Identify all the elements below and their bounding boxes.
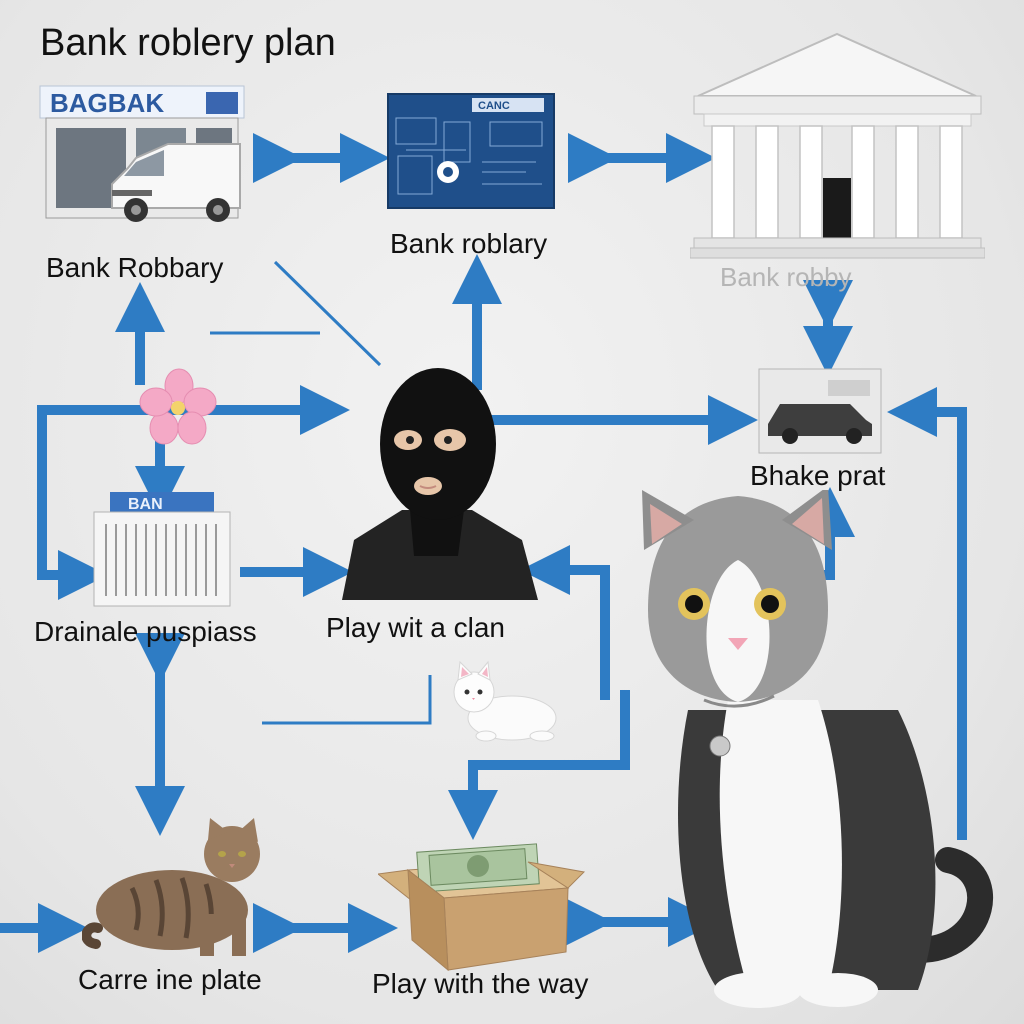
label-masked-robber: Play wit a clan [326,612,505,643]
label-money-box: Play with the way [372,968,589,999]
getaway-car-icon [758,368,882,454]
delivery-van-icon [111,143,241,222]
label-storefront: Bank Robbary [46,252,224,283]
storefront-sign: BAGBAK [50,88,164,118]
label-blueprint: Bank roblary [390,228,548,259]
gray-white-cat-icon [642,490,994,1008]
label-atm-machine: Drainale puspiass [34,616,257,647]
line-kitten-left [262,675,432,725]
label-getaway-car: Bhake prat [750,460,886,491]
bank-building-icon [690,32,985,259]
arrow-left-loop [37,405,140,600]
label-bank-building: Bank robby [720,262,852,292]
line-label-robber [273,260,382,367]
atm-machine-icon: BAN [93,492,231,607]
arrow-right-loop [887,387,967,840]
blueprint-header: CANC [478,100,510,112]
label-tabby-cat: Carre ine plate [78,964,262,995]
money-box-icon [378,843,586,972]
atm-sign: BAN [128,496,163,513]
masked-robber-icon [342,368,538,600]
flower-icon [139,368,217,445]
arrow-kitten-robber [520,545,610,700]
diagram-title: Bank roblery plan [40,22,336,64]
blueprint-icon: CANC [387,93,555,209]
kitten-icon [453,660,557,742]
arrow-kitten-box [448,690,630,840]
tabby-cat-icon [82,818,260,956]
